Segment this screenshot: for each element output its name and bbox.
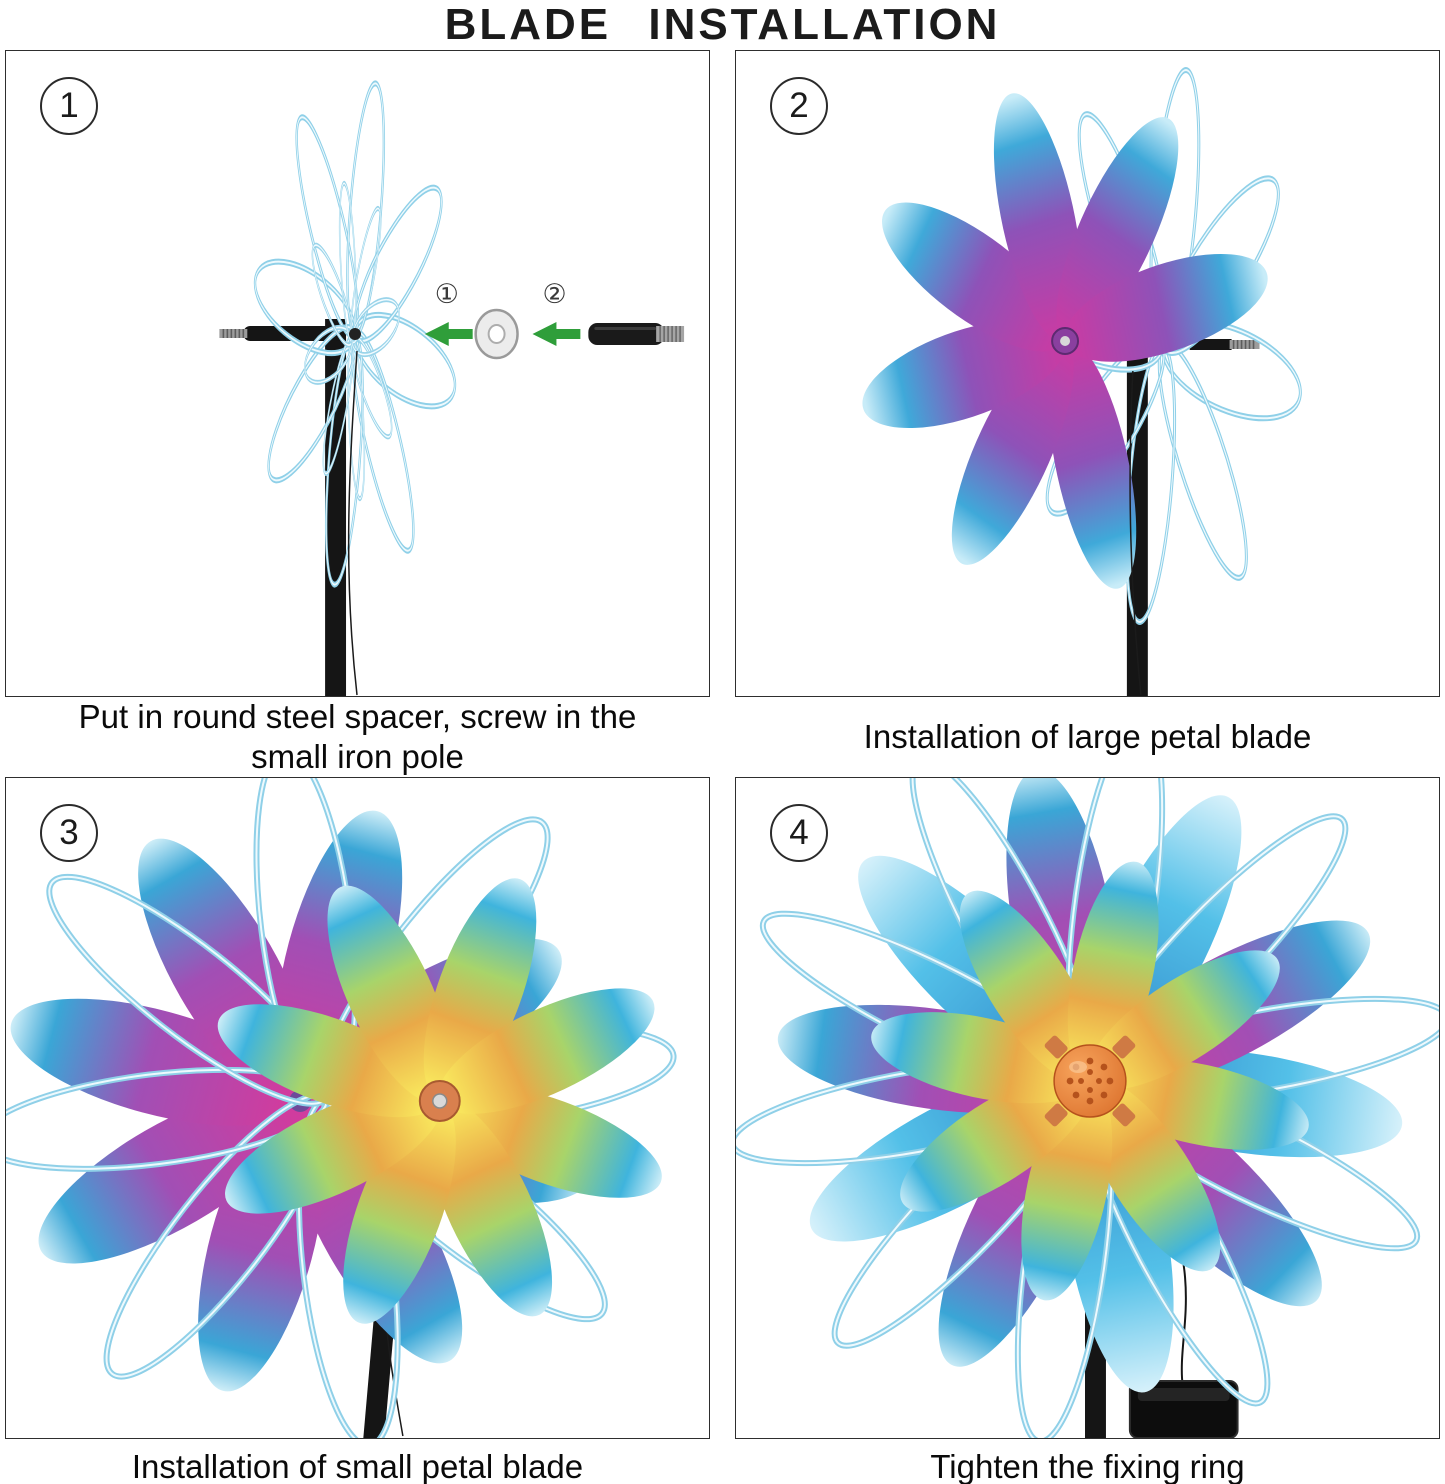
row-1-captions: Put in round steel spacer, screw in the … xyxy=(0,697,1445,777)
callout-1-label: ① xyxy=(435,279,459,310)
row-1: 1 xyxy=(0,50,1445,697)
step-3-number-badge: 3 xyxy=(40,804,98,862)
wire-flower-frame xyxy=(252,76,458,593)
copper-hub xyxy=(418,1080,461,1122)
page-title: BLADE INSTALLATION xyxy=(444,0,1001,49)
light-wire xyxy=(347,350,358,696)
fixing-ring xyxy=(1044,1035,1136,1127)
step-1-panel: 1 xyxy=(5,50,710,697)
hub xyxy=(1051,327,1080,355)
step-4-panel: 4 xyxy=(735,777,1440,1439)
step-1-illustration: ① ② xyxy=(219,51,685,696)
step-1-number-badge: 1 xyxy=(40,77,98,135)
light-wire xyxy=(1129,370,1142,696)
callout-2-label: ② xyxy=(542,279,566,310)
step-2-panel: 2 xyxy=(735,50,1440,697)
step-3-panel: 3 xyxy=(5,777,710,1439)
step-3-illustration xyxy=(6,778,709,1438)
step-2-illustration xyxy=(853,51,1439,696)
step-1-caption: Put in round steel spacer, screw in the … xyxy=(78,698,637,775)
step-2-number-badge: 2 xyxy=(770,77,828,135)
green-arrow-icon xyxy=(532,322,581,346)
row-2: 3 xyxy=(0,777,1445,1439)
step-4-illustration xyxy=(736,778,1439,1438)
row-2-captions: Installation of small petal blade Tighte… xyxy=(0,1439,1445,1484)
step-4-caption: Tighten the fixing ring xyxy=(930,1448,1245,1484)
step-4-number-badge: 4 xyxy=(770,804,828,862)
step-3-caption: Installation of small petal blade xyxy=(131,1448,584,1484)
threaded-axle-tip xyxy=(219,329,248,338)
small-iron-pole xyxy=(588,323,685,345)
threaded-axle-tip xyxy=(1229,340,1260,349)
step-2-caption: Installation of large petal blade xyxy=(863,718,1312,756)
solar-panel-box xyxy=(1128,1380,1239,1438)
steel-spacer-washer xyxy=(474,308,519,360)
